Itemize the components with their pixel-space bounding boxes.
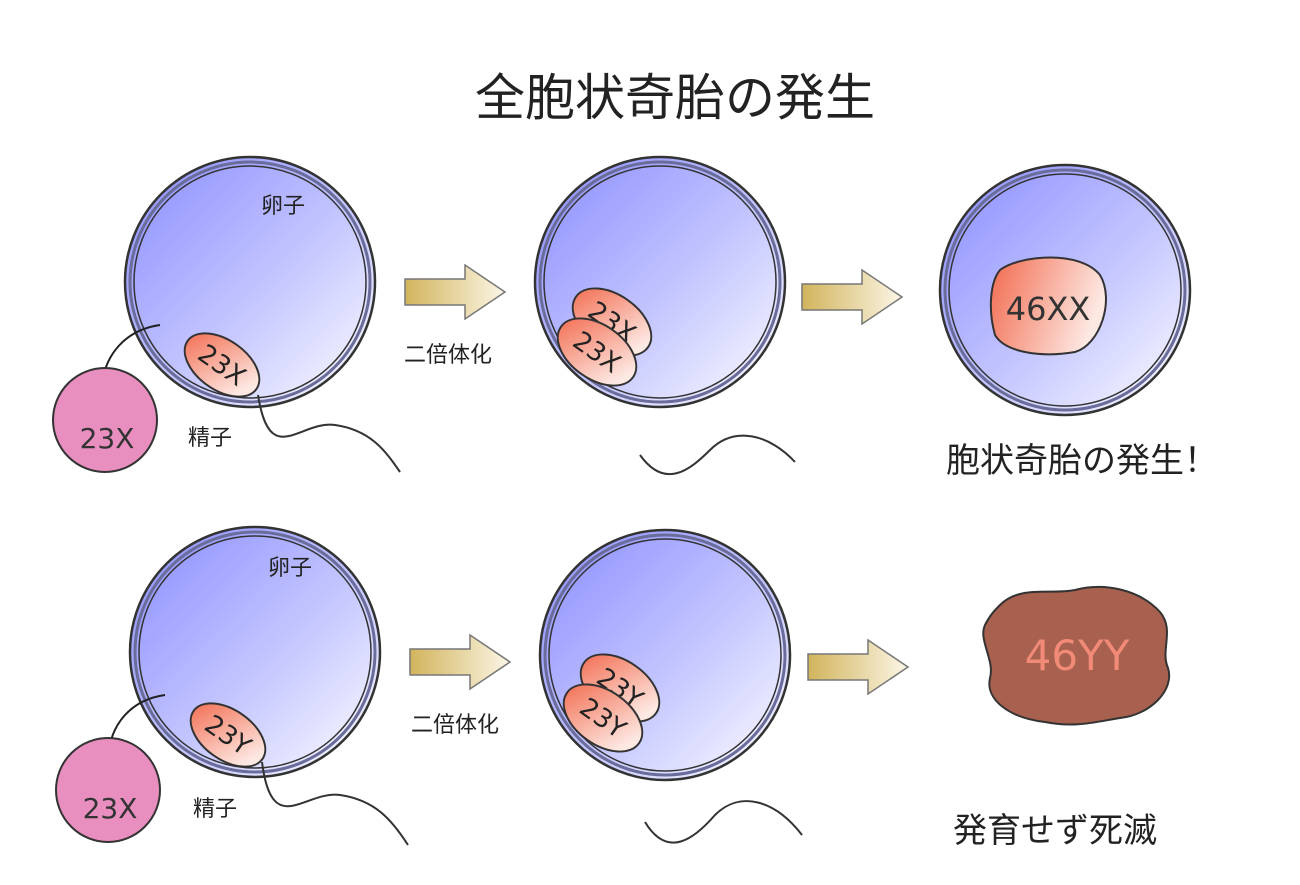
polar-body [55,737,161,843]
polar-body [52,367,158,473]
result-nucleus [989,256,1107,356]
egg-cell-diploid [538,528,792,782]
sperm-label: 精子 [188,426,232,451]
sperm-nucleus: 23X [183,332,261,398]
row-2: 卵子 23Y 23X 精子 二倍体化 23Y 23Y 46YY 発育せず死滅 [55,525,1171,851]
row-1: 卵子 23X 23X 精子 二倍体化 23X 23X 46XX 胞状奇胎の発生！ [52,155,1218,481]
diagram-title: 全胞状奇胎の発生 [475,69,875,127]
arrow-icon [801,269,903,325]
sperm-tail-detached [644,800,803,844]
diploidize-label: 二倍体化 [411,713,499,738]
polar-body-label: 23X [80,422,135,455]
egg-label: 卵子 [268,556,312,581]
arrow-icon [409,634,511,690]
egg-cell-diploid [533,155,787,409]
dead-mass [982,586,1171,726]
polar-body-label: 23X [83,792,138,825]
nucleus-lower: 23X [556,317,638,387]
arrow-icon [404,264,506,320]
sperm-tail-detached [639,434,796,476]
sperm-tail [257,394,401,473]
outcome-label: 発育せず死滅 [953,811,1157,851]
outcome-label: 胞状奇胎の発生！ [946,441,1218,481]
egg-label: 卵子 [261,194,305,219]
result-nucleus-label: 46XX [1006,290,1091,328]
sperm-tail [261,761,409,846]
sperm-label: 精子 [193,797,237,822]
nucleus-lower: 23Y [562,683,644,753]
dead-mass-label: 46YY [1025,631,1130,680]
diploidize-label: 二倍体化 [404,343,492,368]
arrow-icon [807,639,909,695]
